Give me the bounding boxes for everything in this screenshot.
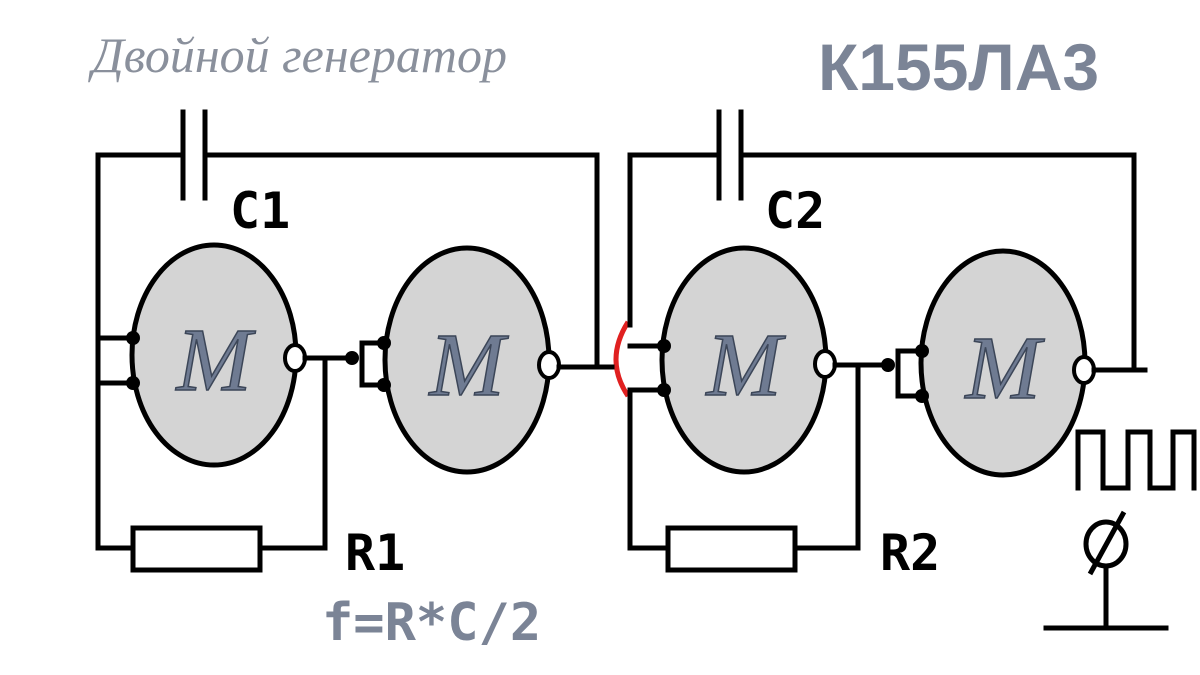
wire-right-top [739, 152, 1137, 373]
gate-2-input-dot [377, 336, 391, 350]
label-c2: C2 [765, 182, 825, 240]
resistor-r2-icon [665, 525, 798, 573]
wire-r2-right [792, 362, 861, 551]
jumper-arc [613, 320, 631, 398]
oscilloscope-probe-icon [1043, 510, 1169, 631]
wire-g2-inputs [359, 340, 386, 388]
wire-r1-right [257, 355, 328, 551]
resistor-r1-icon [130, 525, 263, 573]
chip-name: К155ЛА3 [818, 30, 1099, 104]
gate-3-logo: M [705, 316, 787, 415]
gate-1-input-dot [126, 376, 140, 390]
gate-1-input-dot [126, 331, 140, 345]
gate-4-logo: M [964, 319, 1046, 418]
capacitor-c1-icon [180, 109, 208, 201]
wire-right-outer-bottom [627, 392, 671, 551]
wire-right-outer-top [627, 152, 719, 328]
capacitor-c2-icon [716, 109, 744, 201]
gate-1-output-bubble [283, 343, 307, 373]
gate-2-output-bubble [537, 350, 561, 380]
square-wave-icon [1075, 429, 1197, 491]
junction-dot [881, 358, 895, 372]
generator-left: M M C1 R1 [95, 109, 600, 582]
frequency-formula: f=R*C/2 [322, 593, 541, 653]
gate-4-input-dot [915, 344, 929, 358]
label-r2: R2 [880, 524, 940, 582]
wire-g4-inputs [895, 348, 924, 399]
label-r1: R1 [345, 524, 405, 582]
gate-4-input-dot [915, 389, 929, 403]
label-c1: C1 [230, 182, 290, 240]
gate-3-output-bubble [813, 349, 837, 379]
gate-2-logo: M [428, 316, 510, 415]
wire-left-outer [95, 152, 183, 551]
wire-left-top [205, 152, 600, 370]
title-text: Двойной генератор [88, 27, 507, 83]
gate-3-input-dot [657, 339, 671, 353]
generator-right: M M C2 R2 [627, 109, 1148, 582]
junction-dot [345, 351, 359, 365]
gate-2-input-dot [377, 378, 391, 392]
gate-3-input-dot [657, 383, 671, 397]
gate-4-output-bubble [1072, 355, 1096, 385]
gate-1-logo: M [175, 311, 257, 410]
